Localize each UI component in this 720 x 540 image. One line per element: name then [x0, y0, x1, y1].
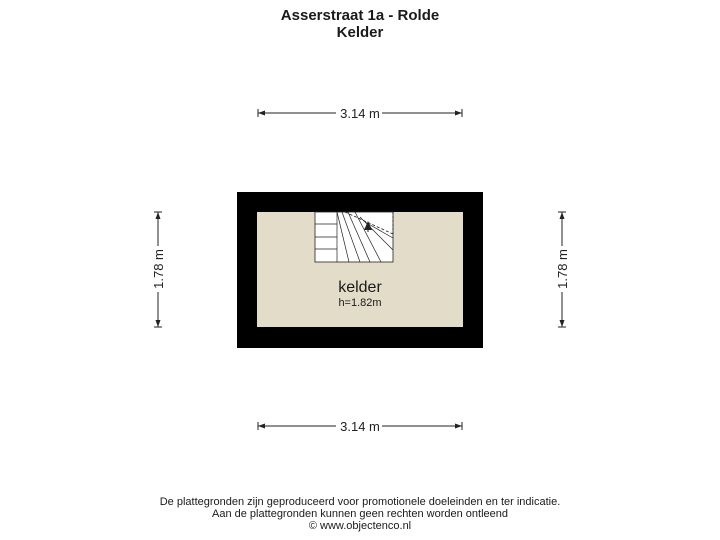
dimension-bottom: 3.14 m	[257, 419, 463, 434]
dimension-left: 1.78 m	[151, 211, 166, 328]
staircase	[314, 211, 394, 263]
dimension-top: 3.14 m	[257, 106, 463, 121]
room-height-label: h=1.82m	[338, 297, 381, 309]
dimension-right: 1.78 m	[555, 211, 570, 328]
dimension-left-label: 1.78 m	[151, 249, 166, 289]
plan-title-floor: Kelder	[336, 24, 384, 41]
copyright-line: © www.objectenco.nl	[308, 520, 412, 532]
room-name-label: kelder	[338, 279, 382, 296]
stair-up-arrow-icon	[364, 221, 372, 230]
disclaimer-line-1: De plattegronden zijn geproduceerd voor …	[159, 496, 561, 508]
plan-title-address: Asserstraat 1a - Rolde	[280, 7, 440, 24]
disclaimer-line-2: Aan de plattegronden kunnen geen rechten…	[211, 508, 508, 520]
dimension-top-label: 3.14 m	[340, 106, 380, 121]
dimension-bottom-label: 3.14 m	[340, 419, 380, 434]
dimension-right-label: 1.78 m	[555, 249, 570, 289]
